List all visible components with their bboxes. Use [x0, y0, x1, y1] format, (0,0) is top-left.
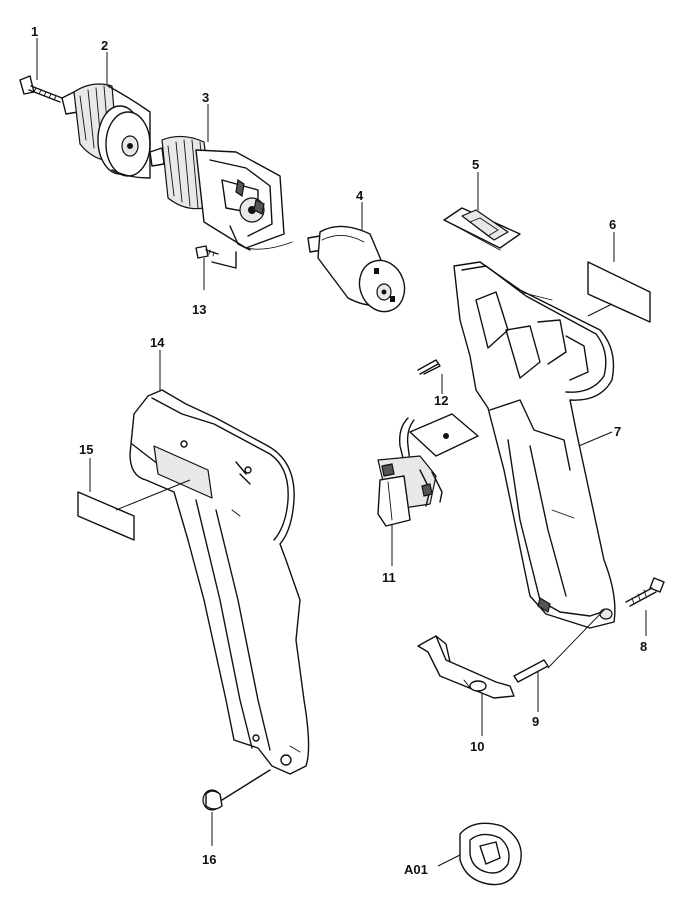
callout-4: 4: [356, 188, 364, 203]
callout-2: 2: [101, 38, 108, 53]
part-9-pin: [513, 659, 549, 712]
part-14-housing: [129, 350, 310, 775]
callout-labels: 1 2 3 4 5 6 7 8 9 10 11 12 13 14 15 16 A…: [31, 24, 647, 877]
callout-10: 10: [470, 739, 484, 754]
callout-14: 14: [150, 335, 165, 350]
callout-7: 7: [614, 424, 621, 439]
part-3-gear-assembly: [149, 104, 293, 251]
part-4-motor: [307, 202, 406, 313]
part-6-label: [587, 232, 651, 323]
callout-3: 3: [202, 90, 209, 105]
part-8-screw: [625, 577, 665, 636]
callout-1: 1: [31, 24, 38, 39]
callout-11: 11: [382, 570, 396, 585]
part-12-spring: [417, 359, 443, 394]
callout-16: 16: [202, 852, 216, 867]
callout-9: 9: [532, 714, 539, 729]
callout-8: 8: [640, 639, 647, 654]
part-16-plug: [202, 769, 271, 846]
callout-a01: A01: [404, 862, 428, 877]
callout-15: 15: [79, 442, 93, 457]
callout-6: 6: [609, 217, 616, 232]
callout-5: 5: [472, 157, 479, 172]
part-2-chuck: [61, 52, 151, 179]
part-1-screw: [19, 38, 63, 103]
part-13-screw: [195, 245, 237, 290]
part-7-housing: [453, 261, 616, 629]
callout-13: 13: [192, 302, 206, 317]
callout-12: 12: [434, 393, 448, 408]
part-a01-grip: [437, 822, 522, 886]
part-10-clip: [417, 609, 605, 736]
part-5-plate: [443, 172, 521, 251]
part-15-label: [77, 458, 191, 541]
part-11-switch: [377, 413, 479, 566]
